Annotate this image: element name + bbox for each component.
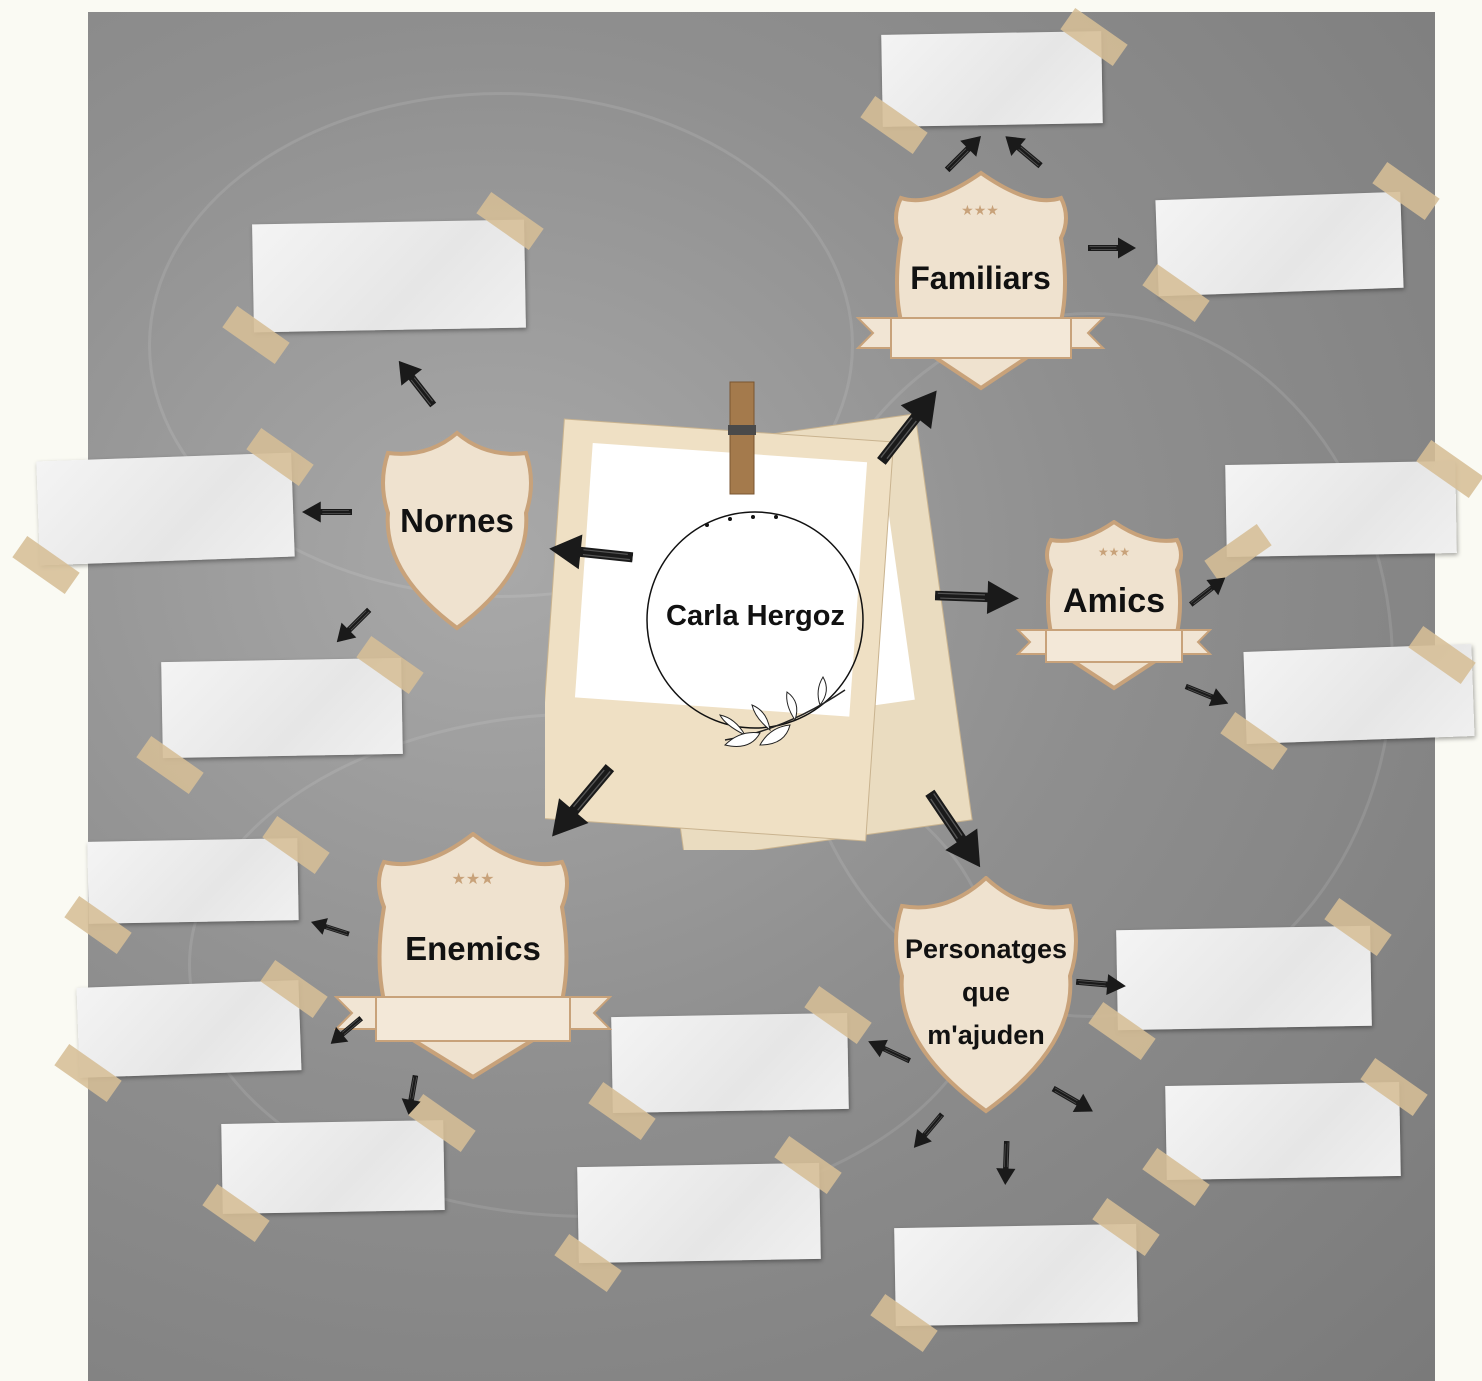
blank-note[interactable] <box>894 1223 1138 1327</box>
name-circle <box>646 511 864 729</box>
badge-familiars[interactable]: ★★★ Familiars <box>853 168 1108 396</box>
blank-note[interactable] <box>577 1162 821 1264</box>
arrow-icon <box>1088 237 1136 259</box>
blank-note[interactable] <box>881 31 1103 127</box>
blank-note[interactable] <box>611 1012 849 1114</box>
shield-badge-icon: ★★★ <box>1015 519 1213 691</box>
blank-note[interactable] <box>252 219 526 333</box>
svg-text:★★★: ★★★ <box>451 869 494 888</box>
badge-label-nornes: Nornes <box>400 502 514 539</box>
blank-note[interactable] <box>1165 1081 1401 1181</box>
svg-text:★★★: ★★★ <box>1098 545 1130 559</box>
blank-note[interactable] <box>1155 191 1404 297</box>
svg-text:★★★: ★★★ <box>961 203 999 219</box>
arrow-icon <box>302 501 352 523</box>
arrow-icon <box>547 530 635 576</box>
badge-personatges[interactable]: Personatges que m'ajuden <box>888 875 1084 1116</box>
blank-note[interactable] <box>1116 925 1372 1031</box>
polaroid-stack <box>535 381 973 861</box>
blank-note[interactable] <box>221 1120 445 1214</box>
center-name: Carla Hergoz <box>666 600 845 632</box>
shield-badge-icon: ★★★ <box>333 831 613 1080</box>
badge-line: que <box>961 977 1010 1007</box>
badge-amics[interactable]: ★★★ Amics <box>1015 519 1213 692</box>
arrow-icon <box>1075 970 1127 998</box>
badge-line: Personatges <box>904 934 1068 964</box>
shield-badge-icon <box>381 430 533 631</box>
arrow-icon <box>995 1140 1017 1186</box>
badge-label-personatges: Personatges que m'ajuden <box>888 928 1084 1057</box>
blank-note[interactable] <box>76 980 302 1078</box>
badge-enemics[interactable]: ★★★ Enemics <box>333 831 613 1080</box>
badge-label-familiars: Familiars <box>910 260 1051 296</box>
center-photo: Carla Hergoz <box>535 380 995 861</box>
badge-nornes[interactable]: Nornes <box>378 428 536 634</box>
badge-label-amics: Amics <box>1062 582 1166 620</box>
blank-note[interactable] <box>87 838 299 924</box>
shield-badge-icon: ★★★ <box>855 170 1106 391</box>
badge-label-enemics: Enemics <box>405 930 541 967</box>
arrow-icon <box>934 578 1020 616</box>
blank-note[interactable] <box>161 657 403 759</box>
shield-badge-icon <box>894 875 1078 1114</box>
badge-line: m'ajuden <box>927 1020 1045 1050</box>
blank-note[interactable] <box>36 452 295 566</box>
